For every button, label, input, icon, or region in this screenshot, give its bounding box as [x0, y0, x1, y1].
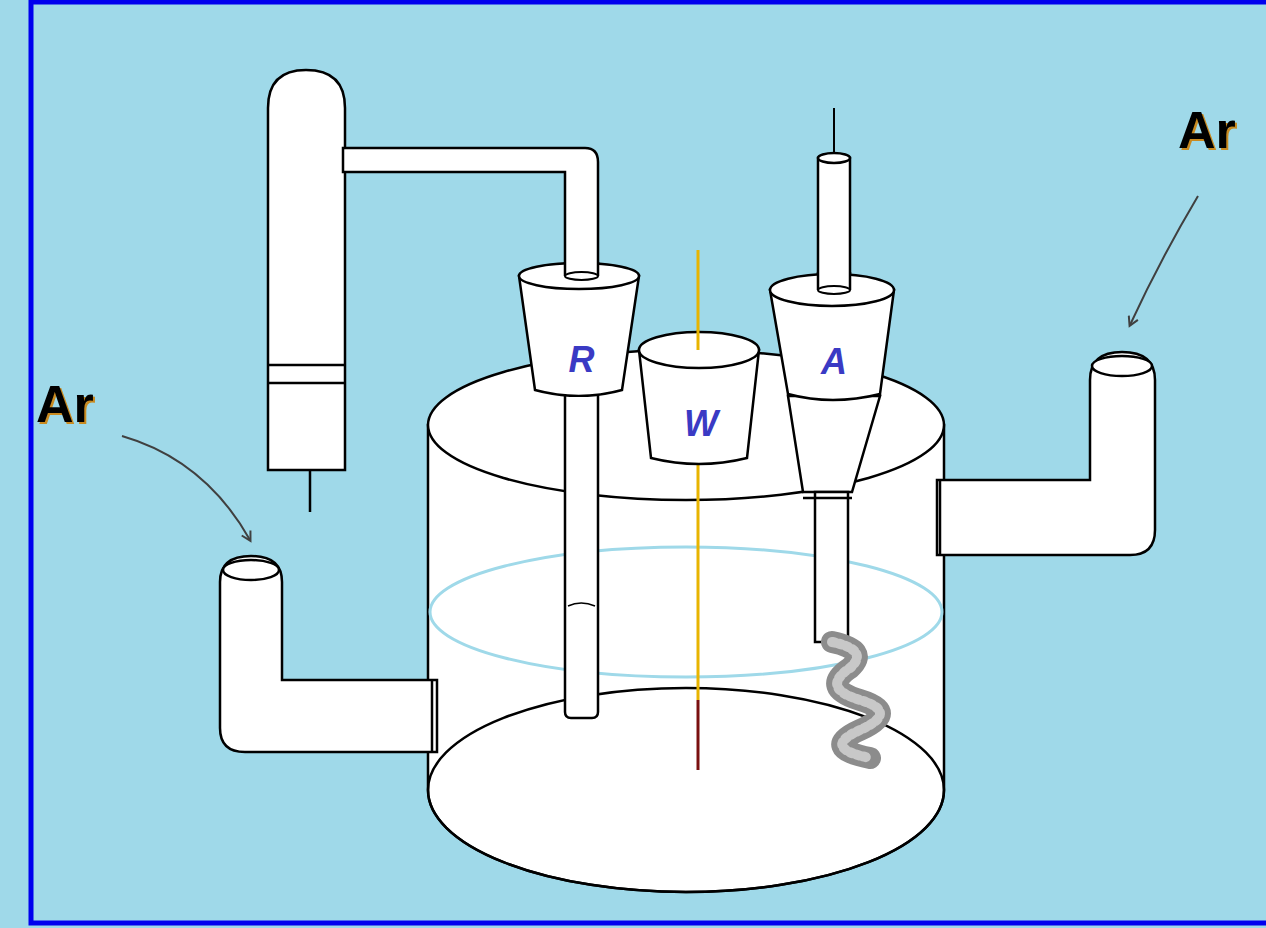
stopper-outline [768, 272, 896, 402]
electrode-letter: A [821, 344, 847, 380]
salt-bridge-tube [565, 390, 598, 718]
frame [31, 2, 1266, 923]
auxiliary-coil [832, 642, 880, 758]
gas-tube [220, 352, 1155, 752]
gas-label: Ar [1178, 104, 1236, 156]
stopper: W [637, 330, 761, 470]
gas-arrow [122, 436, 250, 540]
stopper-outline [637, 330, 761, 470]
working-tip [697, 700, 700, 770]
working-wire [697, 250, 700, 700]
electrode-letter: R [569, 342, 595, 378]
stopper: R [517, 262, 642, 397]
stopper: A [768, 272, 896, 402]
gas-label: Ar [36, 378, 94, 430]
beaker [428, 350, 944, 892]
electrode-letter: W [684, 406, 718, 442]
gas-arrow [1130, 196, 1198, 325]
